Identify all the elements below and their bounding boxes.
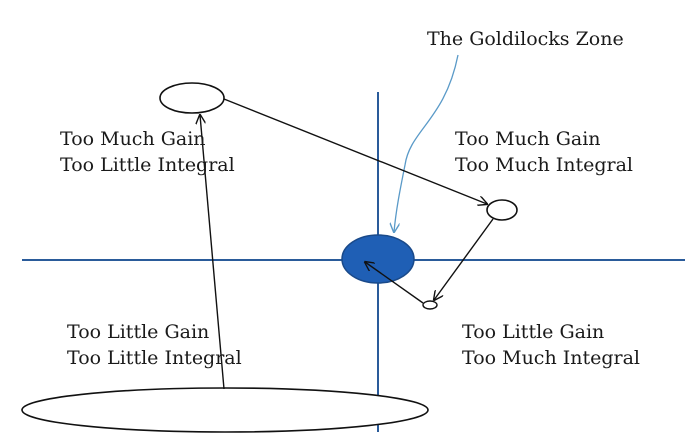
- right-ellipse: [486, 199, 518, 221]
- large-bottom-ellipse: [21, 387, 429, 433]
- top-right-label-line2: Too Much Integral: [455, 154, 633, 176]
- bottom-left-label-line2: Too Little Integral: [67, 347, 242, 369]
- top-right-label-line1: Too Much Gain: [455, 128, 601, 150]
- arrow-top-left-to-right: [223, 98, 487, 204]
- top-left-label-line2: Too Little Integral: [60, 154, 235, 176]
- goldilocks-zone-label: The Goldilocks Zone: [427, 28, 624, 50]
- top-left-label-line1: Too Much Gain: [60, 128, 206, 150]
- arrow-small-to-zone: [365, 262, 424, 304]
- small-ellipse: [422, 300, 438, 310]
- callout-arrow: [394, 54, 459, 232]
- goldilocks-zone: [341, 234, 415, 284]
- arrow-bottom-to-top-left: [200, 115, 225, 390]
- bottom-right-label-line2: Too Much Integral: [462, 347, 640, 369]
- bottom-right-label-line1: Too Little Gain: [462, 321, 604, 343]
- top-left-ellipse: [159, 82, 225, 114]
- bottom-left-label-line1: Too Little Gain: [67, 321, 209, 343]
- arrow-right-to-small: [434, 218, 494, 300]
